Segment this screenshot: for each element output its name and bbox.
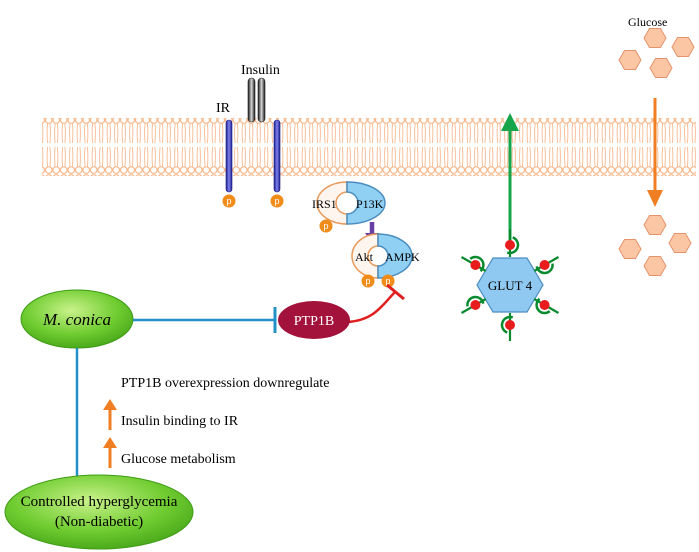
binding-cup xyxy=(466,255,485,275)
phospho-badge: p xyxy=(381,274,395,288)
glut4-hexagon xyxy=(476,257,544,313)
up-arrow-icon xyxy=(103,399,117,430)
glucose-hexagon xyxy=(671,37,695,57)
ir-label: IR xyxy=(216,101,231,116)
svg-text:p: p xyxy=(274,196,279,206)
cell-membrane xyxy=(42,118,696,176)
svg-text:p: p xyxy=(323,221,328,231)
glut4-translocation-arrow xyxy=(501,113,519,244)
outcome-node xyxy=(4,474,194,550)
effects-heading: PTP1B overexpression downregulate xyxy=(121,376,329,391)
outcome-label-line2: (Non-diabetic) xyxy=(55,514,143,530)
ptp1b-node xyxy=(278,301,350,339)
glucose-molecules-inside xyxy=(618,215,692,276)
outcome-label-line1: Controlled hyperglycemia xyxy=(21,494,178,510)
insulin-receptor xyxy=(225,119,281,193)
ampk-label: AMPK xyxy=(385,250,420,264)
glucose-binding-dot xyxy=(539,300,550,310)
glucose-hexagon xyxy=(649,58,673,78)
glucose-hexagon xyxy=(643,215,667,235)
phospho-badge: p xyxy=(270,194,284,208)
glucose-binding-dot xyxy=(539,260,550,270)
phospho-badge: p xyxy=(222,194,236,208)
glucose-binding-dot xyxy=(470,260,481,270)
glucose-binding-dot xyxy=(470,300,481,310)
irs1-complex xyxy=(316,181,348,225)
glucose-transport-arrow xyxy=(647,98,663,207)
glucose-hexagon xyxy=(618,50,642,70)
glut4-vesicle xyxy=(460,229,560,341)
glucose-label: Glucose xyxy=(628,15,667,29)
glucose-binding-dot xyxy=(505,240,515,250)
insulin-label: Insulin xyxy=(241,63,280,78)
irs1-label: IRS1 xyxy=(312,197,337,211)
phospho-badge: p xyxy=(361,274,375,288)
glucose-molecules-outside xyxy=(618,28,695,78)
binding-cup xyxy=(466,295,485,315)
effect-item: Insulin binding to IR xyxy=(121,414,239,429)
glucose-hexagon xyxy=(618,239,642,259)
akt-label: Akt xyxy=(355,250,374,264)
up-arrow-icon xyxy=(103,437,117,468)
svg-text:p: p xyxy=(365,276,370,286)
phospho-badge: p xyxy=(319,219,333,233)
m-conica-label: M. conica xyxy=(42,310,111,329)
svg-text:p: p xyxy=(226,196,231,206)
binding-cup xyxy=(500,315,520,335)
glucose-hexagon xyxy=(668,233,692,253)
pi3k-label: P13K xyxy=(356,197,384,211)
binding-cup xyxy=(535,295,554,315)
ptp1b-inhibition-arrow xyxy=(347,283,405,324)
glut4-label: GLUT 4 xyxy=(488,278,533,293)
m-conica-inhibition-line xyxy=(133,307,277,333)
svg-text:p: p xyxy=(385,276,390,286)
insulin-molecule xyxy=(247,77,266,123)
binding-cup xyxy=(535,255,554,275)
glucose-hexagon xyxy=(643,256,667,276)
glucose-hexagon xyxy=(643,28,667,48)
glucose-binding-dot xyxy=(505,320,515,330)
effect-item: Glucose metabolism xyxy=(121,452,236,467)
ptp1b-label: PTP1B xyxy=(294,314,334,329)
pi3k-complex xyxy=(346,181,386,225)
